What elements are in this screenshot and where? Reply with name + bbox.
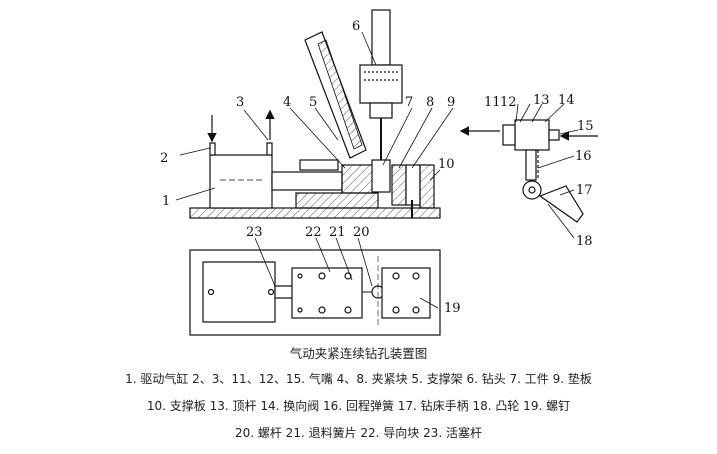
legend-line-1: 1. 驱动气缸 2、3、11、12、15. 气嘴 4、8. 夹紧块 5. 支撑架… — [125, 372, 592, 386]
callout-12: 12 — [500, 95, 517, 110]
top-cylinder — [202, 261, 276, 323]
push-rod — [525, 149, 537, 181]
clamp-block-4 — [295, 192, 379, 209]
callout-7: 7 — [405, 95, 413, 110]
piston-rod — [271, 171, 343, 191]
callout-8: 8 — [426, 95, 434, 110]
air-nozzle-3 — [266, 142, 273, 156]
callout-3: 3 — [236, 95, 244, 110]
callout-5: 5 — [309, 95, 317, 110]
drill-shank — [371, 9, 391, 66]
callout-10: 10 — [438, 157, 455, 172]
callout-4: 4 — [283, 95, 291, 110]
callout-6: 6 — [352, 19, 360, 34]
callout-16: 16 — [575, 149, 592, 164]
base-plate — [189, 207, 441, 219]
drive-cylinder — [209, 154, 273, 209]
workpiece — [371, 159, 391, 193]
support-plate — [419, 164, 435, 209]
pad-plate — [405, 164, 421, 206]
callout-13: 13 — [533, 93, 550, 108]
callout-1: 1 — [162, 194, 170, 209]
drill-chuck — [359, 64, 403, 104]
drill-press-handle — [538, 185, 584, 223]
air-nozzle-2 — [209, 142, 216, 156]
legend-line-3: 20. 螺杆 21. 退料簧片 22. 导向块 23. 活塞杆 — [234, 426, 483, 440]
callout-23: 23 — [246, 225, 263, 240]
side-detail-view — [459, 103, 598, 239]
reversing-valve — [514, 119, 550, 151]
top-view — [189, 237, 441, 336]
callout-11: 11 — [484, 95, 501, 110]
callout-18: 18 — [576, 234, 593, 249]
callout-17: 17 — [576, 183, 593, 198]
callout-19: 19 — [444, 301, 461, 316]
legend-line-2: 10. 支撑板 13. 顶杆 14. 换向阀 16. 回程弹簧 17. 钻床手柄… — [146, 399, 571, 413]
figure-title: 气动夹紧连续钻孔装置图 — [289, 346, 428, 361]
callout-14: 14 — [558, 93, 575, 108]
callout-21: 21 — [329, 225, 346, 240]
clamp-block-8 — [391, 164, 407, 206]
callout-22: 22 — [305, 225, 322, 240]
callout-20: 20 — [353, 225, 370, 240]
cam — [522, 180, 542, 200]
callout-15: 15 — [577, 119, 594, 134]
callout-2: 2 — [160, 151, 168, 166]
callout-9: 9 — [447, 95, 455, 110]
plate-19 — [381, 267, 431, 319]
front-view — [175, 9, 454, 219]
